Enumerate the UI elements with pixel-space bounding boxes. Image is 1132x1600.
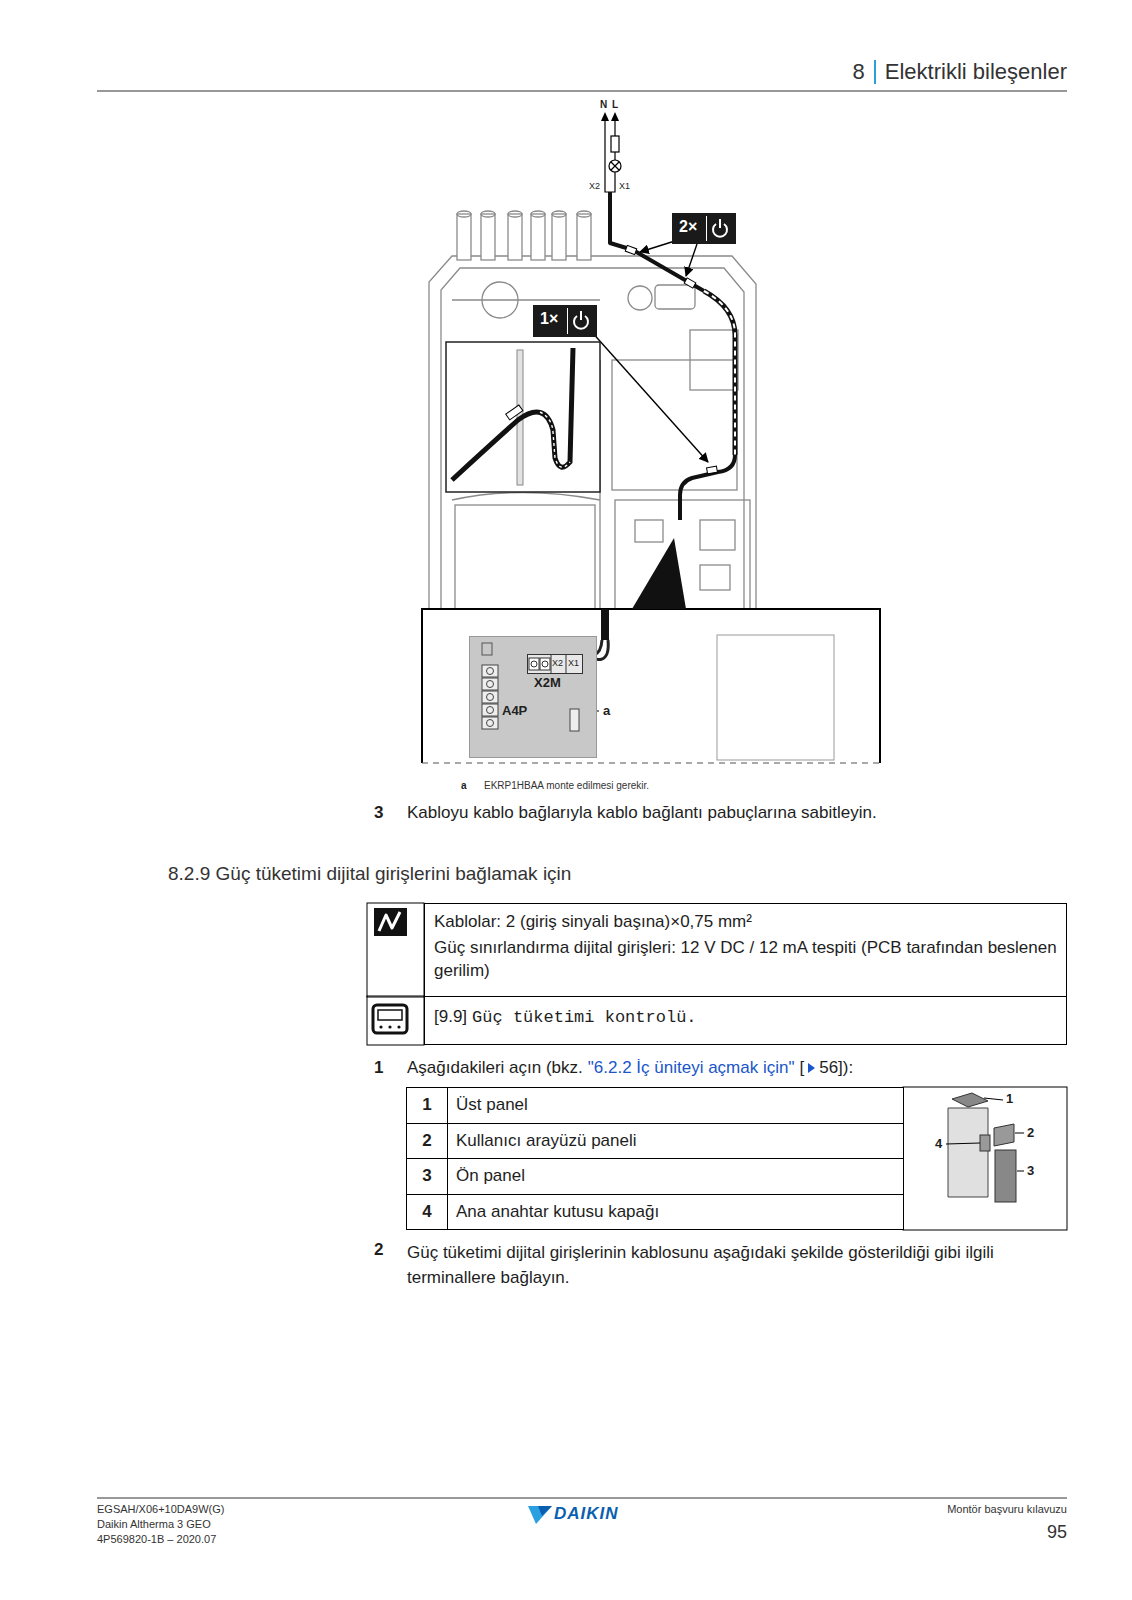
step-text: Güç tüketimi dijital girişlerinin kablos… xyxy=(407,1240,1069,1290)
phase-label: L xyxy=(612,99,618,110)
leader-arrows xyxy=(590,240,708,462)
panel-table-row: 1Üst panel xyxy=(406,1087,904,1124)
quantity-text: 2× xyxy=(679,218,697,236)
detail-inset xyxy=(446,342,600,492)
step-number: 2 xyxy=(374,1240,383,1260)
row-text: Ana anahtar kutusu kapağı xyxy=(448,1195,659,1229)
spec-text: Kablolar: 2 (giriş sinyali başına)×0,75 … xyxy=(434,910,1057,933)
chapter-number: 8 xyxy=(853,59,865,85)
callout-number: 4 xyxy=(935,1136,942,1151)
pcb-board: A4P X2 X1X2M xyxy=(469,636,597,758)
footer-text: Daikin Altherma 3 GEO xyxy=(97,1518,211,1530)
note-letter: a xyxy=(461,780,467,791)
quantity-tag: 1× xyxy=(533,305,597,337)
row-number: 1 xyxy=(407,1088,448,1123)
terminal-number: X1 xyxy=(568,658,579,668)
step-number: 1 xyxy=(374,1058,383,1078)
cable-tie-icon xyxy=(706,216,733,241)
cable-tie-symbol xyxy=(568,308,594,333)
header-rule xyxy=(97,91,1067,92)
panel-figure xyxy=(903,1087,1067,1230)
footer-text: Montör başvuru kılavuzu xyxy=(947,1503,1067,1515)
cross-reference-link: "6.2.2 İç üniteyi açmak için" xyxy=(588,1058,795,1078)
row-number: 4 xyxy=(407,1195,448,1229)
power-cable xyxy=(610,192,735,520)
cable-tie-icon xyxy=(567,308,594,334)
header-bar xyxy=(874,60,876,84)
spec-table-icons xyxy=(367,903,424,1045)
step-text: Aşağıdakileri açın (bkz. xyxy=(407,1058,583,1078)
section-heading: 8.2.9 Güç tüketimi dijital girişlerini b… xyxy=(168,863,571,885)
callout-number: 3 xyxy=(1027,1163,1034,1178)
page-header: 8 Elektrikli bileşenler xyxy=(853,59,1067,85)
quantity-text: 1× xyxy=(540,310,558,328)
spec-table-row: Kablolar: 2 (giriş sinyali başına)×0,75 … xyxy=(424,903,1067,997)
panel-table-row: 3Ön panel xyxy=(406,1158,904,1195)
row-number: 2 xyxy=(407,1124,448,1158)
callout-number: 1 xyxy=(1006,1091,1013,1106)
terminal-label: X2 xyxy=(589,181,600,191)
chapter-title: Elektrikli bileşenler xyxy=(885,59,1067,85)
quantity-tag: 2× xyxy=(672,213,736,244)
page-number: 95 xyxy=(1047,1522,1067,1543)
footer-text: 4P569820-1B – 2020.07 xyxy=(97,1533,216,1545)
page-arrow xyxy=(808,1063,815,1073)
terminal-name: X2M xyxy=(534,675,561,690)
terminal-block: X2X1X2M xyxy=(527,654,583,674)
daikin-mark xyxy=(528,1506,552,1524)
row-text: Kullanıcı arayüzü paneli xyxy=(448,1124,637,1158)
row-text: Ön panel xyxy=(448,1159,525,1194)
supply-symbols xyxy=(601,112,621,192)
footer-rule xyxy=(97,1498,1067,1499)
note-text: EKRP1HBAA monte edilmesi gerekir. xyxy=(484,780,649,791)
detail-box xyxy=(422,538,880,763)
terminal-number: X2 xyxy=(552,658,563,668)
menu-name: Güç tüketimi kontrolü. xyxy=(472,1008,696,1027)
pcb-label: A4P xyxy=(502,703,527,718)
panel-table-row: 4Ana anahtar kutusu kapağı xyxy=(406,1194,904,1230)
callout-number: 2 xyxy=(1027,1125,1034,1140)
terminal-label: X1 xyxy=(619,181,630,191)
footer-text: EGSAH/X06+10DA9W(G) xyxy=(97,1503,224,1515)
callout-letter: a xyxy=(603,703,610,718)
menu-code: [9.9] xyxy=(434,1007,467,1027)
page-reference: 56]): xyxy=(819,1058,853,1078)
row-number: 3 xyxy=(407,1159,448,1194)
step-text: Kabloyu kablo bağlarıyla kablo bağlantı … xyxy=(407,803,877,823)
bracket: [ xyxy=(799,1058,804,1078)
step-line: Aşağıdakileri açın (bkz."6.2.2 İç ünitey… xyxy=(407,1058,853,1078)
row-text: Üst panel xyxy=(448,1088,528,1123)
cable-ties xyxy=(625,245,717,473)
spec-text: Güç sınırlandırma dijital girişleri: 12 … xyxy=(434,936,1057,982)
unit-outline xyxy=(429,211,756,612)
panel-table-row: 2Kullanıcı arayüzü paneli xyxy=(406,1123,904,1159)
brand-logo: DAIKIN xyxy=(554,1504,619,1524)
cable-tie-symbol xyxy=(707,216,733,241)
spec-table-row: [9.9] Güç tüketimi kontrolü. xyxy=(424,996,1067,1045)
step-number: 3 xyxy=(374,803,383,823)
phase-label: N xyxy=(600,99,607,110)
